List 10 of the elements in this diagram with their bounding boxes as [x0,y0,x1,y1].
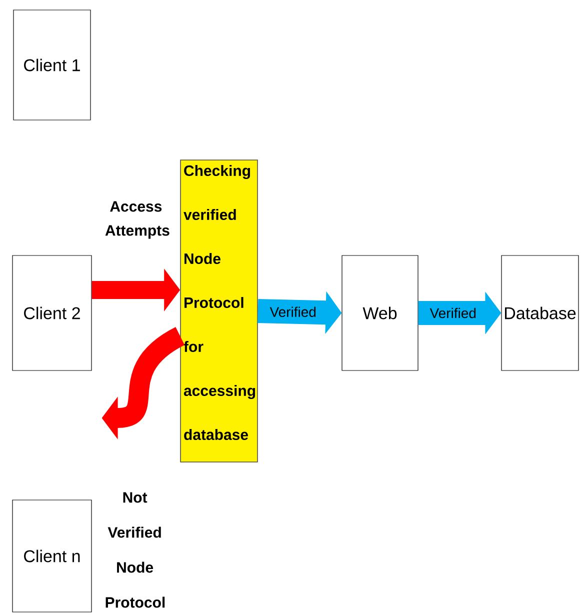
server-box: Web [342,255,418,371]
protocol-check-box: Checking verified Node Protocol for accessing database [180,160,258,462]
client-box: Client n [12,500,92,612]
edge-label: Access Attempts [105,201,170,239]
client-box: Client 1 [13,10,91,120]
edge-label: Verified [270,306,316,317]
edge-label: Verified [430,308,476,318]
server-box: Database [501,255,579,371]
client-box: Client 2 [12,255,92,371]
edge-label: Not Verified Node Protocol [106,492,165,608]
